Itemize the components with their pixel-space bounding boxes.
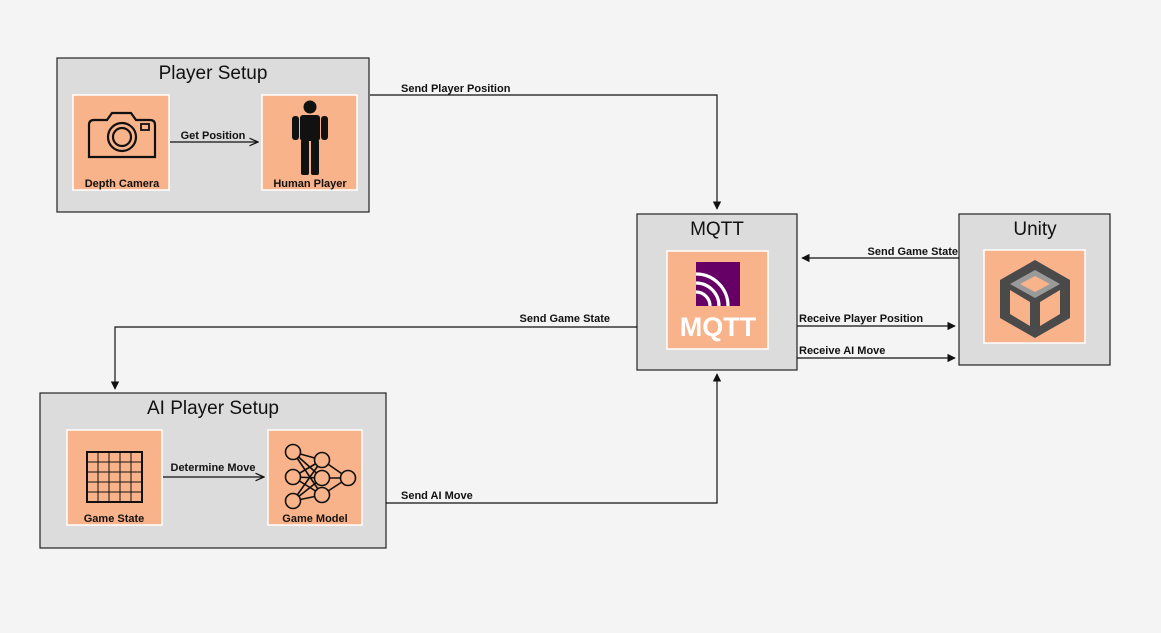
- mqtt-group: MQTT MQTT: [636, 213, 798, 371]
- neural-network-icon: [284, 443, 357, 510]
- camera-icon: [87, 111, 157, 159]
- depth-camera-card: Depth Camera: [72, 94, 170, 191]
- person-icon: [292, 100, 328, 175]
- determine-move-label: Determine Move: [171, 462, 256, 474]
- game-state-label: Game State: [84, 513, 145, 525]
- send-game-state-unity-label: Send Game State: [868, 246, 958, 258]
- mqtt-logo-icon: MQTT: [680, 262, 757, 342]
- human-player-label: Human Player: [273, 178, 347, 190]
- receive-player-position-label: Receive Player Position: [799, 313, 923, 325]
- unity-logo-icon: [1000, 260, 1070, 338]
- game-state-card: Game State: [66, 429, 163, 526]
- player-setup-group: Player Setup Depth Camera Human Player: [56, 57, 370, 213]
- send-ai-move-arrow: [386, 373, 722, 504]
- unity-group: Unity: [958, 213, 1111, 366]
- game-model-label: Game Model: [282, 513, 347, 525]
- get-position-label: Get Position: [181, 130, 246, 142]
- send-player-position-arrow: [370, 94, 722, 210]
- grid-icon: [86, 451, 143, 503]
- player-setup-title: Player Setup: [159, 63, 268, 84]
- unity-title: Unity: [1013, 219, 1057, 240]
- send-player-position-label: Send Player Position: [401, 83, 511, 95]
- mqtt-logo-text: MQTT: [680, 312, 757, 342]
- send-ai-move-label: Send AI Move: [401, 490, 473, 502]
- depth-camera-label: Depth Camera: [85, 178, 160, 190]
- send-game-state-ai-arrow: [110, 326, 637, 390]
- mqtt-title: MQTT: [690, 219, 744, 240]
- game-model-card: Game Model: [267, 429, 363, 526]
- ai-player-setup-group: AI Player Setup Game State: [39, 392, 387, 549]
- human-player-card: Human Player: [261, 94, 358, 191]
- ai-player-setup-title: AI Player Setup: [147, 398, 279, 419]
- send-game-state-ai-label: Send Game State: [520, 313, 610, 325]
- receive-ai-move-label: Receive AI Move: [799, 345, 885, 357]
